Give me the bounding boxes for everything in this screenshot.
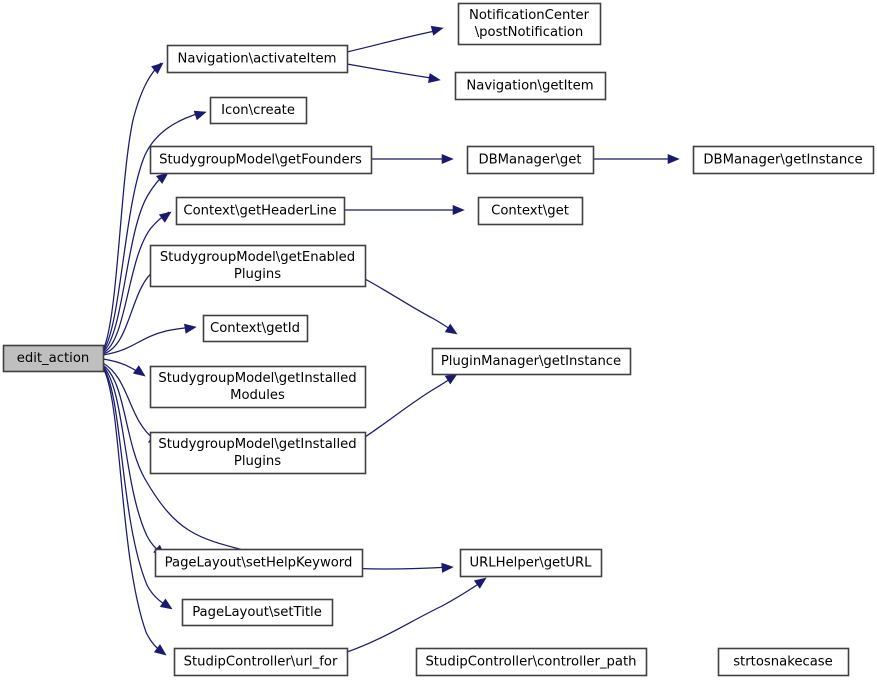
node-label: StudygroupModel\getInstalled [158,437,356,452]
arrowhead-icon [441,562,454,573]
arrowhead-icon [441,153,454,165]
node-box [459,548,603,578]
node-box [431,347,632,376]
node-url_getURL[interactable]: URLHelper\getURL [459,548,603,578]
node-label: PageLayout\setTitle [192,605,322,620]
edge-edit_action-to-url_getURL [102,364,451,570]
edge-edit_action-to-pl_setTitle [102,366,170,608]
node-label: Modules [230,388,285,403]
node-db_get[interactable]: DBManager\get [466,145,595,175]
edge-edit_action-to-sg_getFounders [102,172,167,353]
arrowhead-icon [155,172,169,184]
edge-edit_action-to-pl_setHelpKeyword [102,365,164,555]
node-box [477,196,584,226]
arrowhead-icon [193,110,207,121]
edge-nav_activateItem-to-nav_getItem [346,63,438,80]
node-box [149,244,367,288]
arrowhead-icon [151,62,164,75]
node-box [209,96,308,125]
node-sc_url_for[interactable]: StudipController\url_for [173,647,349,677]
node-pl_setHelpKeyword[interactable]: PageLayout\setHelpKeyword [154,548,364,578]
arrowhead-icon [427,73,441,84]
arrowhead-icon [430,25,444,36]
node-label: PluginManager\getInstance [441,354,621,369]
node-label: URLHelper\getURL [469,556,592,571]
edge-sg_getInstalledPlugins-to-pm_getInstance [364,376,454,438]
node-label: edit_action [17,351,90,366]
node-label: \postNotification [475,25,584,40]
edges-layer [102,29,676,654]
node-label: NotificationCenter [469,8,590,23]
node-notif_post[interactable]: NotificationCenter \postNotification [457,2,602,46]
node-label: Context\get [491,204,569,219]
node-label: PageLayout\setHelpKeyword [165,556,353,571]
node-ctx_get[interactable]: Context\get [477,196,584,226]
edge-sc_url_for-to-url_getURL [346,580,484,653]
node-label: DBManager\get [478,153,581,168]
edge-edit_action-to-sc_url_for [102,367,164,654]
node-nav_activateItem[interactable]: Navigation\activateItem [166,44,349,74]
node-box [166,44,349,74]
node-box [154,548,364,578]
arrowhead-icon [473,577,487,589]
node-label: DBManager\getInstance [703,153,862,168]
node-box [2,344,105,373]
node-label: StudipController\controller_path [425,655,636,670]
node-box [202,314,309,343]
node-box [457,2,602,46]
arrowhead-icon [184,323,197,334]
node-box [454,71,607,101]
edge-edit_action-to-nav_activateItem [102,62,162,351]
node-label: Context\getHeaderLine [183,204,336,219]
node-strtosnakecase[interactable]: strtosnakecase [717,647,850,677]
arrowhead-icon [452,204,465,216]
node-box [692,145,875,175]
node-sc_controller_path[interactable]: StudipController\controller_path [415,647,648,677]
edge-nav_activateItem-to-notif_post [346,29,441,53]
edge-edit_action-to-ctx_getId [102,326,194,356]
node-box [181,598,334,627]
node-box [717,647,850,677]
node-label: Navigation\activateItem [178,52,337,67]
node-sg_getFounders[interactable]: StudygroupModel\getFounders [149,145,373,175]
arrowhead-icon [132,365,146,377]
node-label: Plugins [234,454,281,469]
node-label: StudygroupModel\getEnabled [160,250,355,265]
node-ctx_getId[interactable]: Context\getId [202,314,309,343]
node-box [149,145,373,175]
node-label: Icon\create [221,103,295,118]
node-label: Plugins [234,267,281,282]
arrowhead-icon [158,211,172,223]
node-ctx_getHeaderLine[interactable]: Context\getHeaderLine [175,196,346,226]
node-label: StudygroupModel\getFounders [159,153,362,168]
node-icon_create[interactable]: Icon\create [209,96,308,125]
edge-sg_getEnabledPlugins-to-pm_getInstance [364,278,454,332]
node-label: Navigation\getItem [466,79,593,94]
node-label: StudipController\url_for [184,655,338,670]
node-nav_getItem[interactable]: Navigation\getItem [454,71,607,101]
node-box [149,431,367,475]
node-box [149,365,367,409]
node-db_getInstance[interactable]: DBManager\getInstance [692,145,875,175]
node-pm_getInstance[interactable]: PluginManager\getInstance [431,347,632,376]
arrowhead-icon [159,598,173,610]
arrowhead-icon [153,644,167,656]
node-pl_setTitle[interactable]: PageLayout\setTitle [181,598,334,627]
node-box [175,196,346,226]
arrowhead-icon [444,323,458,335]
node-label: Context\getId [210,321,300,336]
node-label: strtosnakecase [733,655,833,670]
edge-edit_action-to-icon_create [102,111,204,352]
node-box [173,647,349,677]
node-edit_action[interactable]: edit_action [2,344,105,373]
node-label: StudygroupModel\getInstalled [158,371,356,386]
arrowhead-icon [667,153,680,165]
node-box [415,647,648,677]
node-box [466,145,595,175]
